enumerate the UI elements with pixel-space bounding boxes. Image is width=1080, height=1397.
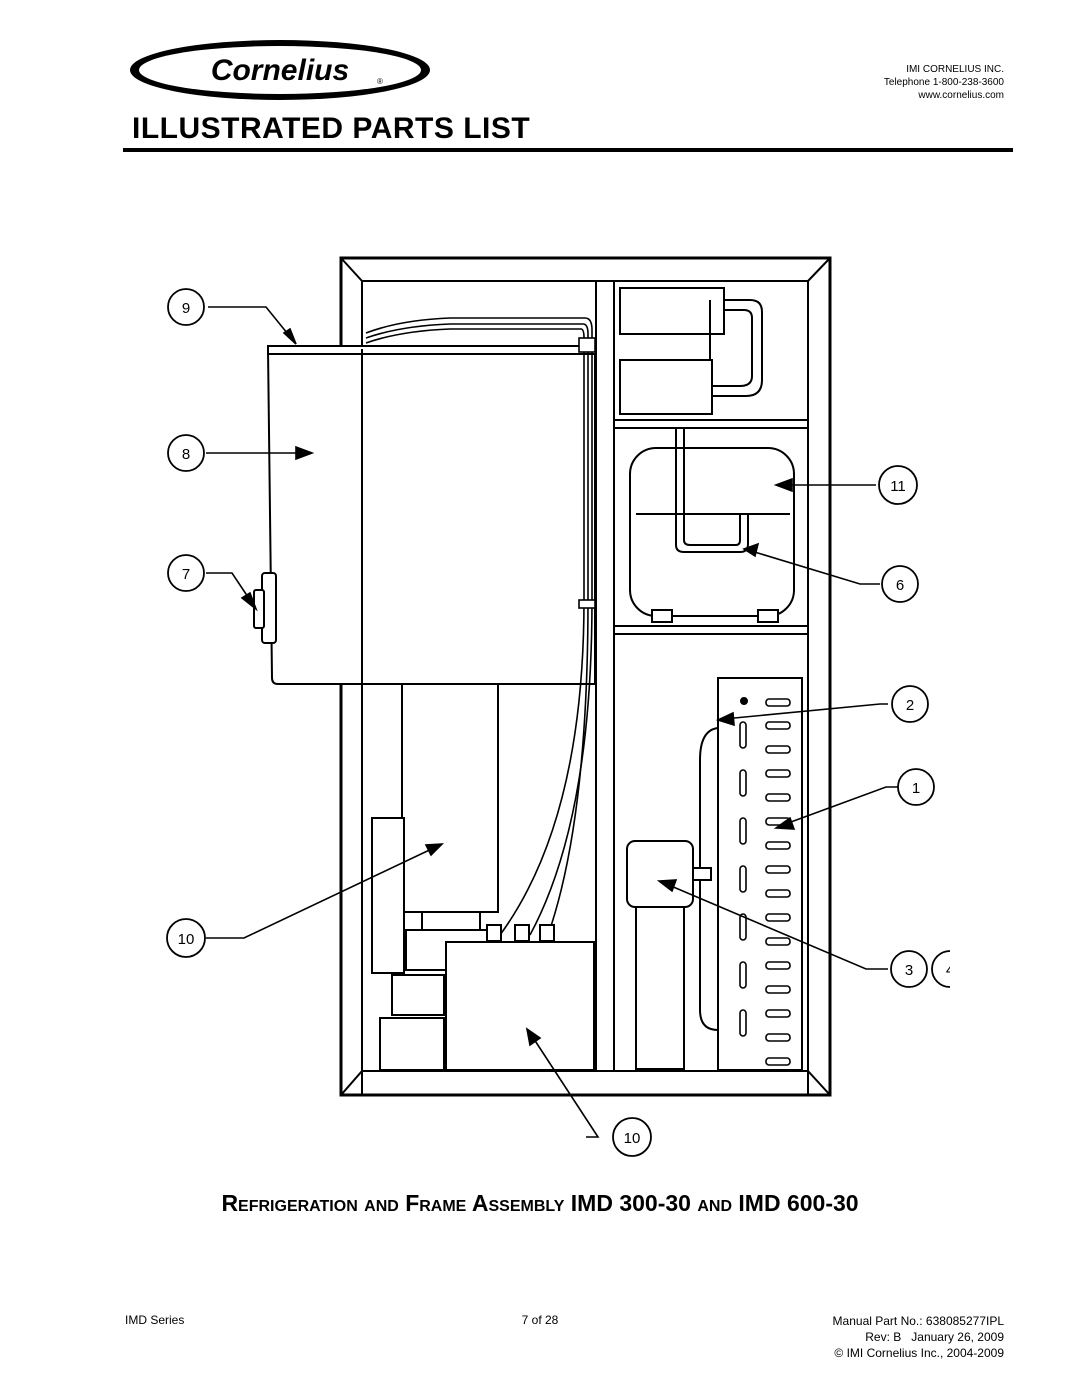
caption-part-3: and [697, 1190, 732, 1216]
header-rule [123, 148, 1013, 152]
svg-text:4: 4 [946, 962, 950, 979]
callout-10-motor: 10 [166, 918, 206, 958]
callout-9: 9 [167, 288, 205, 326]
callout-10-box: 10 [612, 1117, 652, 1157]
footer-copyright: © IMI Cornelius Inc., 2004-2009 [834, 1346, 1004, 1360]
svg-text:®: ® [377, 77, 383, 86]
caption-part-1: Refrigeration and Frame Assembly [221, 1190, 565, 1216]
svg-text:2: 2 [906, 697, 914, 714]
logo-wordmark: Cornelius [211, 54, 349, 87]
callout-3: 3 [890, 950, 928, 988]
svg-text:11: 11 [890, 478, 906, 495]
svg-text:10: 10 [178, 931, 195, 948]
page-title: ILLUSTRATED PARTS LIST [132, 112, 531, 145]
refrigeration-frame-diagram: 9 8 7 10 11 6 2 1 3 4 5 10 [166, 256, 950, 1157]
footer-series: IMD Series [125, 1313, 185, 1327]
cornelius-logo: Cornelius ® [130, 40, 430, 100]
fan-motor [626, 840, 712, 1070]
callout-7: 7 [167, 554, 205, 592]
tubing [365, 317, 596, 936]
footer-manual-part: Manual Part No.: 638085277IPL [832, 1314, 1004, 1328]
condenser [699, 677, 803, 1071]
callout-11: 11 [878, 465, 918, 505]
callout-1: 1 [897, 768, 935, 806]
svg-text:7: 7 [182, 566, 190, 583]
upper-coil [619, 287, 763, 415]
callout-8: 8 [167, 434, 205, 472]
ice-bin [266, 345, 597, 685]
svg-text:9: 9 [182, 300, 190, 317]
caption-part-4: IMD 600-30 [738, 1190, 859, 1216]
svg-text:1: 1 [912, 780, 920, 797]
electrical-box [445, 924, 595, 1071]
svg-text:10: 10 [624, 1130, 641, 1147]
caption-part-2: IMD 300-30 [570, 1190, 691, 1216]
svg-text:6: 6 [896, 577, 904, 594]
company-info: IMI CORNELIUS INC. Telephone 1-800-238-3… [884, 63, 1004, 102]
callout-6: 6 [881, 565, 919, 603]
callout-4: 4 [931, 950, 950, 988]
footer-page-number: 7 of 28 [521, 1313, 559, 1327]
callout-2: 2 [891, 685, 929, 723]
callouts: 9 8 7 10 11 6 2 1 3 4 5 10 [166, 288, 950, 1157]
footer-revision: Rev: B January 26, 2009 [865, 1330, 1004, 1344]
company-telephone: Telephone 1-800-238-3600 [883, 77, 1004, 88]
leader-lines [206, 306, 900, 1138]
figure-caption: Refrigeration and Frame Assembly IMD 300… [0, 1190, 1080, 1217]
svg-text:8: 8 [182, 446, 190, 463]
footer-manual-info: Manual Part No.: 638085277IPL Rev: B Jan… [833, 1313, 1004, 1361]
compressor [629, 428, 795, 623]
company-name: IMI CORNELIUS INC. [906, 64, 1004, 75]
drive-motor [371, 683, 499, 1071]
svg-text:3: 3 [905, 962, 913, 979]
dispense-spout [253, 572, 277, 644]
company-website: www.cornelius.com [918, 90, 1004, 101]
